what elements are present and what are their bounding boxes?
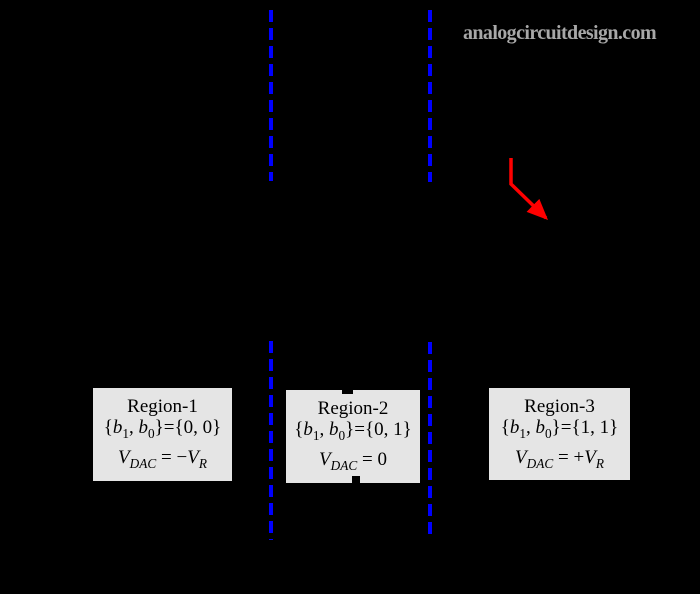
region-3-box: Region-3 {b1, b0}={1, 1} VDAC = +VR: [489, 388, 630, 480]
region-2-bits-label: {b1, b0}={0, 1}: [294, 419, 412, 443]
region-2-vdac-label: VDAC = 0: [319, 449, 387, 473]
region-2-title: Region-2: [317, 398, 389, 419]
region-1-vdac-label: VDAC = −VR: [118, 447, 207, 471]
region-2-box: Region-2 {b1, b0}={0, 1} VDAC = 0: [286, 390, 420, 483]
region-1-bits-label: {b1, b0}={0, 0}: [103, 417, 222, 441]
region-3-title: Region-3: [524, 396, 595, 417]
region-3-bits-label: {b1, b0}={1, 1}: [500, 417, 619, 441]
annotation-arrow: [509, 158, 549, 220]
hidden-curve-mark-bottom: [352, 476, 360, 484]
region-3-vdac-label: VDAC = +VR: [515, 447, 604, 471]
hidden-curve-mark-top: [342, 387, 353, 394]
watermark-text: analogcircuitdesign.com: [463, 22, 657, 44]
region-1-box: Region-1 {b1, b0}={0, 0} VDAC = −VR: [93, 388, 232, 481]
region-1-title: Region-1: [127, 396, 198, 417]
